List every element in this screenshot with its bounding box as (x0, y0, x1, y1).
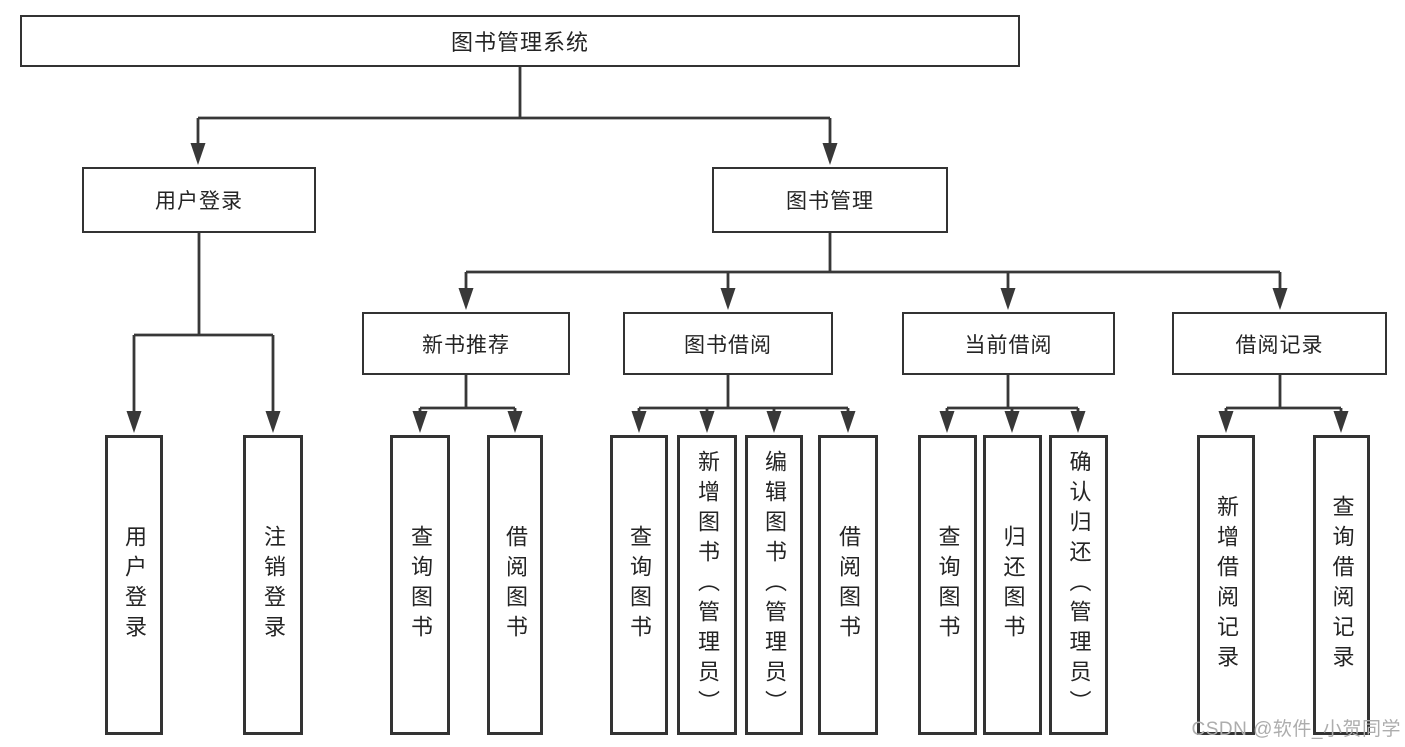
leaf-records-add-borrow-record: 新增借阅记录 (1197, 435, 1255, 735)
leaf-label: 查询图书 (408, 525, 433, 645)
node-root-library-system: 图书管理系统 (20, 15, 1020, 67)
arrowhead-icons (126, 143, 1349, 433)
leaf-borrow-edit-books-admin: 编辑图书（管理员） (745, 435, 803, 735)
node-label: 图书管理系统 (450, 30, 589, 55)
leaf-label: 借阅图书 (836, 525, 861, 645)
node-label: 新书推荐 (422, 333, 510, 357)
leaf-label: 新增图书（管理员） (695, 450, 720, 720)
leaf-logout: 注销登录 (243, 435, 303, 735)
node-current-borrow: 当前借阅 (902, 312, 1115, 375)
node-book-borrow: 图书借阅 (623, 312, 833, 375)
leaf-current-confirm-return-admin: 确认归还（管理员） (1049, 435, 1108, 735)
leaf-label: 新增借阅记录 (1214, 495, 1239, 675)
leaf-label: 注销登录 (261, 525, 286, 645)
leaf-recommend-query-books: 查询图书 (390, 435, 450, 735)
leaf-recommend-borrow-books: 借阅图书 (487, 435, 543, 735)
leaf-borrow-borrow-books: 借阅图书 (818, 435, 878, 735)
node-user-login: 用户登录 (82, 167, 316, 233)
leaf-label: 编辑图书（管理员） (762, 450, 787, 720)
leaf-label: 确认归还（管理员） (1066, 450, 1092, 720)
leaf-user-login: 用户登录 (105, 435, 163, 735)
leaf-label: 查询图书 (935, 525, 961, 645)
node-book-management: 图书管理 (712, 167, 948, 233)
leaf-label: 查询图书 (627, 525, 652, 645)
leaf-label: 借阅图书 (503, 525, 528, 645)
node-label: 图书借阅 (684, 333, 772, 357)
node-borrow-records: 借阅记录 (1172, 312, 1387, 375)
node-label: 借阅记录 (1235, 333, 1324, 357)
leaf-current-return-books: 归还图书 (983, 435, 1042, 735)
node-label: 图书管理 (786, 190, 874, 213)
leaf-label: 用户登录 (122, 525, 147, 645)
node-new-book-recommend: 新书推荐 (362, 312, 570, 375)
leaf-current-query-books: 查询图书 (918, 435, 977, 735)
leaf-label: 归还图书 (1000, 525, 1026, 645)
leaf-borrow-query-books: 查询图书 (610, 435, 668, 735)
leaf-borrow-add-books-admin: 新增图书（管理员） (677, 435, 737, 735)
csdn-watermark: CSDN @软件_小贺同学 (1191, 719, 1401, 740)
node-label: 当前借阅 (964, 333, 1053, 357)
leaf-label: 查询借阅记录 (1329, 495, 1355, 675)
node-label: 用户登录 (155, 190, 243, 213)
leaf-records-query-borrow-record: 查询借阅记录 (1313, 435, 1370, 735)
